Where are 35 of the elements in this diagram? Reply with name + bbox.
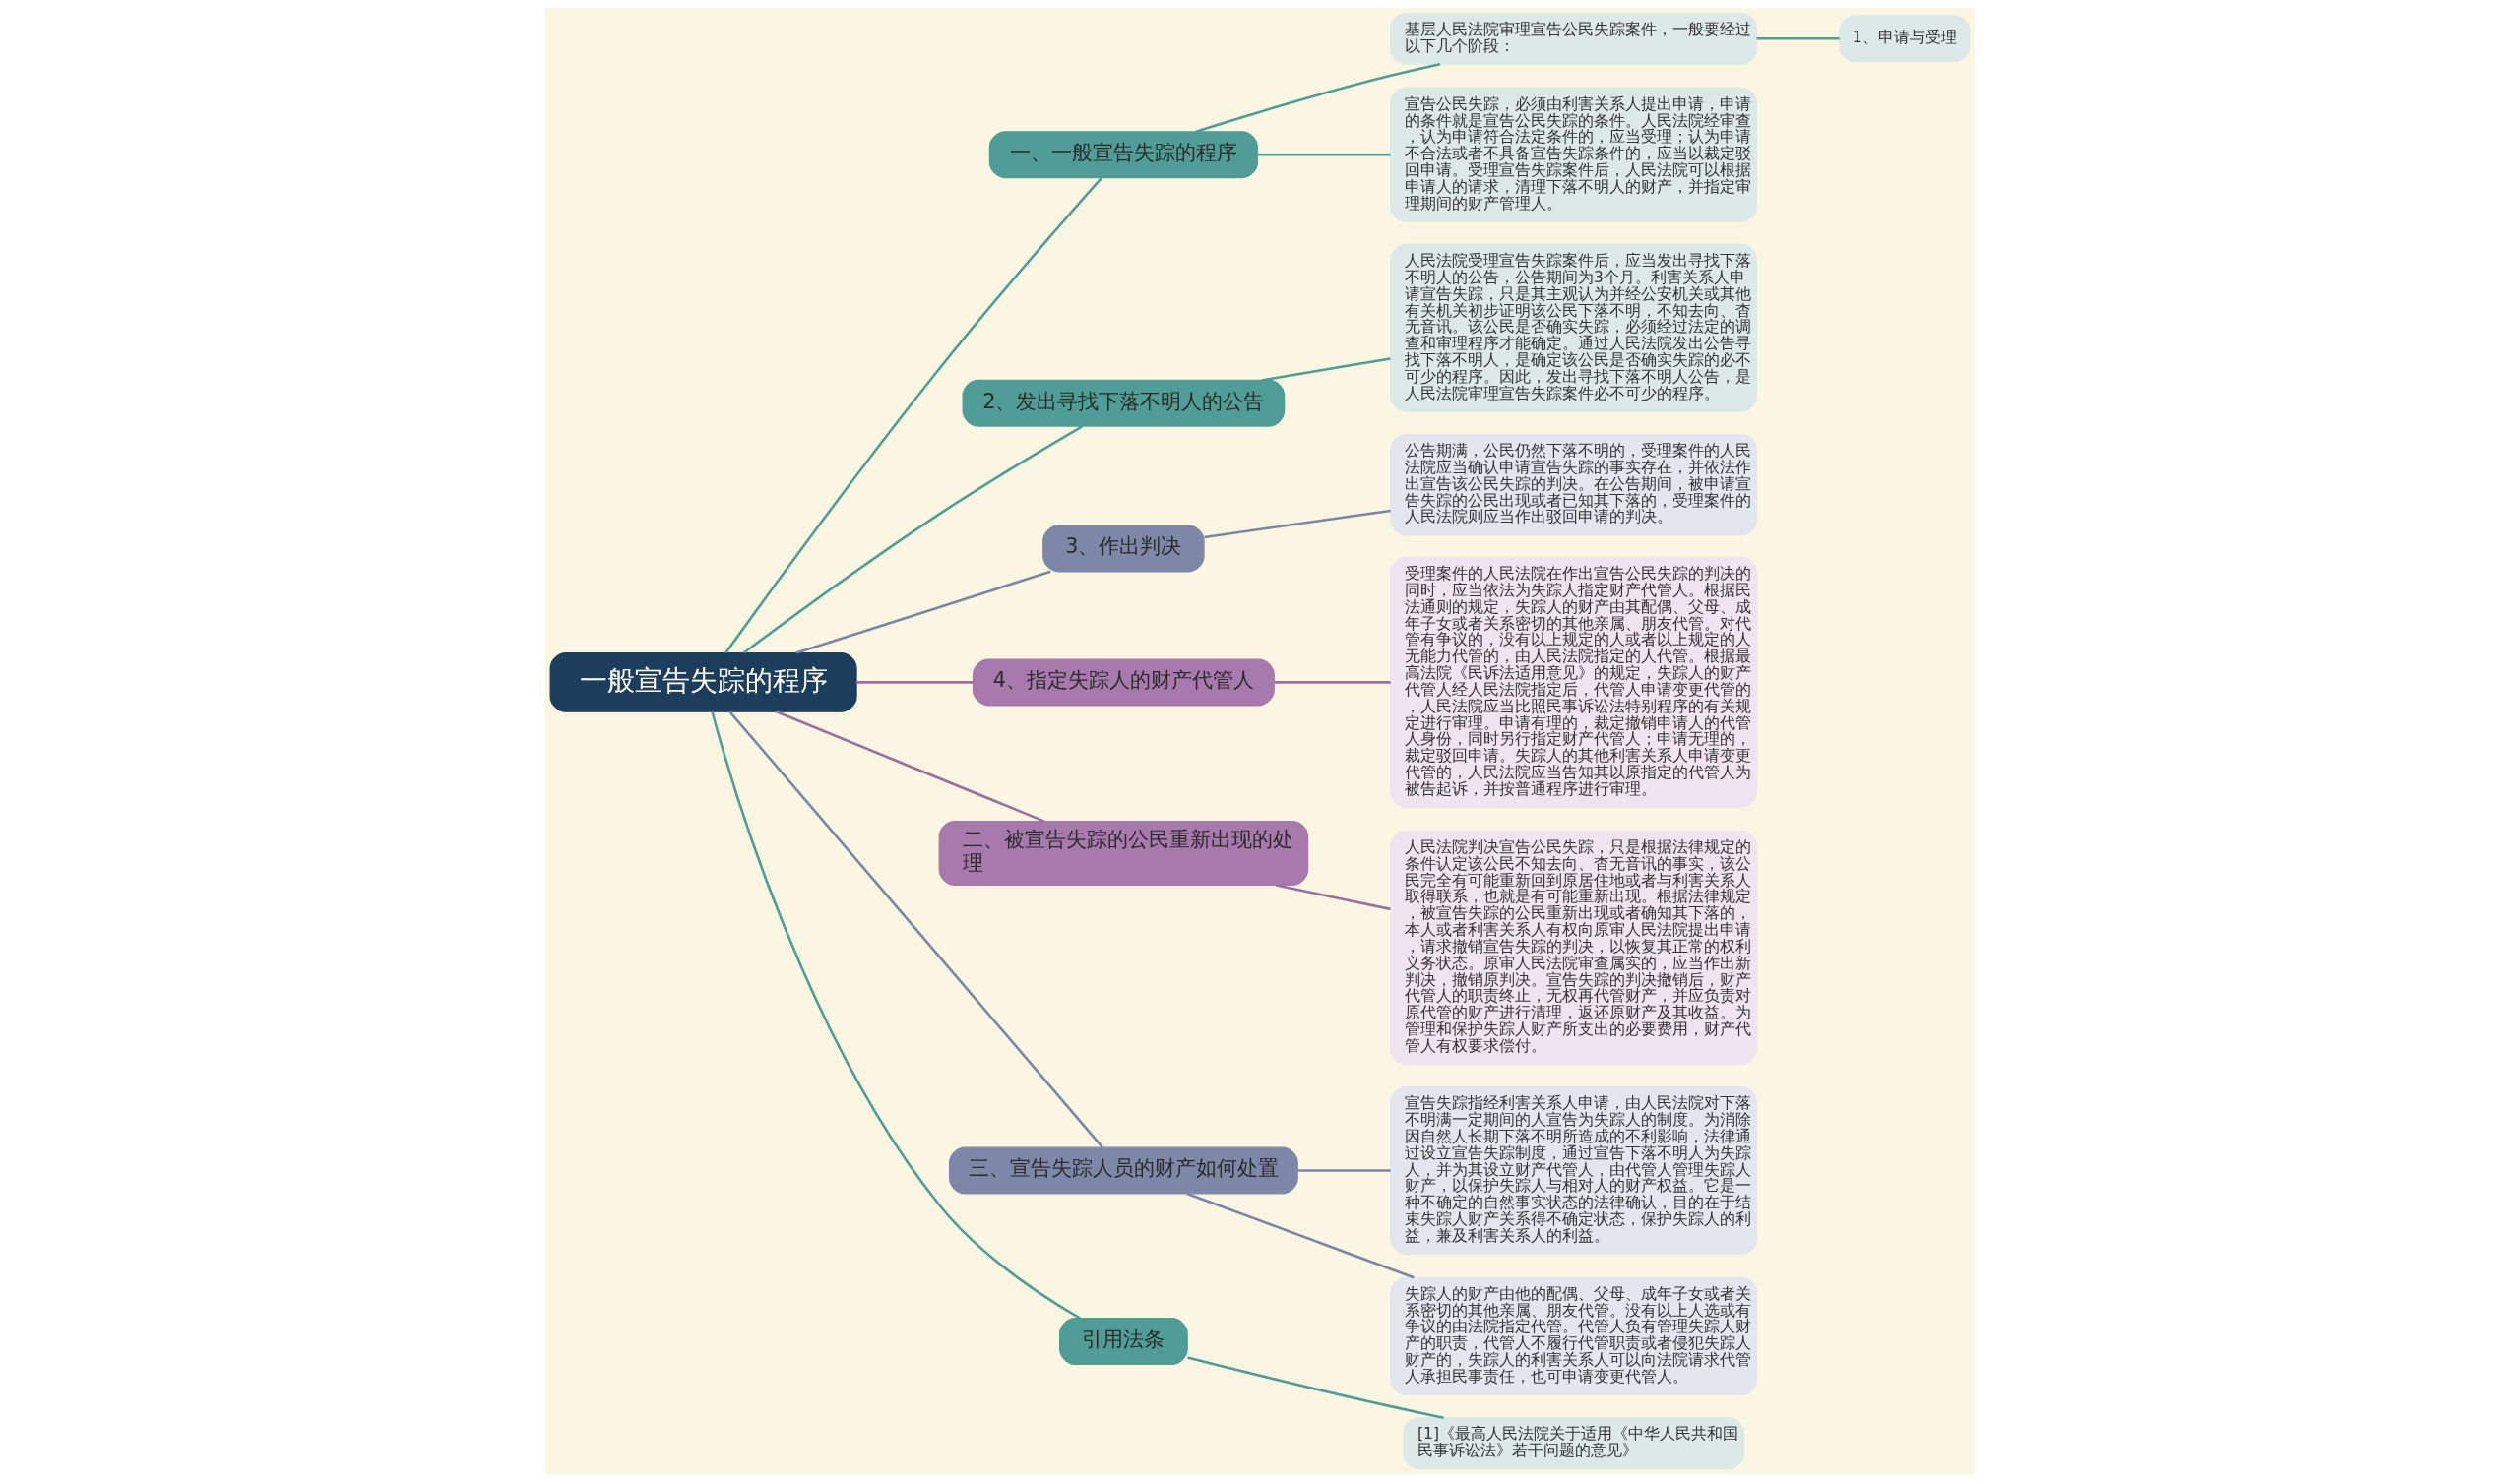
node-box: 公告期满，公民仍然下落不明的，受理案件的人民法院应当确认申请宣告失踪的事实存在，并依法作出宣告该公民失踪的判决。在公告期间，被申请宣告失踪的公民出现或者已知其下落的，受理案件的人民法院则应当作出驳回申请的判决。 (1390, 433, 1758, 536)
connector (1276, 884, 1391, 911)
node-box: 宣告失踪指经利害关系人申请，由人民法院对下落不明满一定期间的人宣告为失踪人的制度。为消除因自然人长期下落不明所造成的不利影响，法律通过设立宣告失踪制度，通过宣告下落不明人为失踪人，并为其设立财产代管人，由代管人管理失踪人财产，以保护失踪人与相对人的财产权益。它是一种不确定的自然事实状态的法律确认，目的在于结束失踪人财产关系得不确定状态，保护失踪人的利益，兼及利害关系人的利益。 (1390, 1086, 1758, 1255)
connector (1257, 153, 1391, 156)
connector (1195, 62, 1441, 133)
connector (856, 681, 974, 684)
node-box: 二、被宣告失踪的公民重新出现的处理 (938, 820, 1309, 886)
node-box: 三、宣告失踪人员的财产如何处置 (948, 1146, 1298, 1195)
connector (711, 710, 1081, 1320)
connector (1186, 1192, 1415, 1279)
node-box: 3、作出判决 (1042, 525, 1205, 573)
node-box: 失踪人的财产由他的配偶、父母、成年子女或者关系密切的其他亲属、朋友代管。没有以上人选或有争议的由法院指定代管。代管人负有管理失踪人财产的职责，代管人不履行代管职责或者侵犯失踪人财产的，失踪人的利害关系人可以向法院请求代管人承担民事责任，也可申请变更代管人。 (1390, 1276, 1758, 1396)
connector (795, 570, 1051, 654)
node-box: 人民法院受理宣告失踪案件后，应当发出寻找下落不明人的公告，公告期间为3个月。利害关系人申请宣告失踪，只是其主观认为并经公安机关或其他有关机关初步证明该公民下落不明，不知去向、杳无音讯。该公民是否确实失踪，必须经过法定的调查和审理程序才能确定。通过人民法院发出公告寻找下落不明人，是确定该公民是否确实失踪的必不可少的程序。因此，发出寻找下落不明人公告，是人民法院审理宣告失踪案件必不可少的程序。 (1390, 243, 1758, 412)
connector (1187, 1356, 1444, 1419)
connector (776, 710, 1045, 823)
node-box: [1]《最高人民法院关于适用《中华人民共和国民事诉讼法》若干问题的意见》 (1403, 1417, 1745, 1470)
node-box: 一、一般宣告失踪的程序 (988, 131, 1259, 179)
node-box: 宣告公民失踪，必须由利害关系人提出申请，申请的条件就是宣告公民失踪的条件。人民法院经审查，认为申请符合法定条件的，应当受理；认为申请不合法或者不具备宣告失踪条件的，应当以裁定驳回申请。受理宣告失踪案件后，人民法院可以根据申请人的请求，清理下落不明人的财产，并指定审理期间的财产管理人。 (1390, 87, 1758, 222)
node-box: 人民法院判决宣告公民失踪，只是根据法律规定的条件认定该公民不知去向、杳无音讯的事实，该公民完全有可能重新回到原居住地或者与利害关系人取得联系，也就是有可能重新出现。根据法律规定，被宣告失踪的公民重新出现或者确知其下落的，本人或者利害关系人有权向原审人民法院提出申请，请求撤销宣告失踪的判决，以恢复其正常的权利义务状态。原审人民法院审查属实的，应当作出新判决，撤销原判决。宣告失踪的判决撤销后，财产代管人的职责终止，无权再代管财产，并应负责对原代管的财产进行清理，返还原财产及其收益。为管理和保护失踪人财产所支出的必要费用，财产代管人有权要求偿付。 (1390, 830, 1758, 1065)
node-box: 2、发出寻找下落不明人的公告 (962, 379, 1286, 427)
connector (1297, 1169, 1391, 1172)
connector (1274, 681, 1391, 684)
connector (1756, 37, 1840, 40)
node-box: 引用法条 (1059, 1318, 1188, 1366)
node-box: 4、指定失踪人的财产代管人 (972, 658, 1275, 707)
node-box: 一般宣告失踪的程序 (549, 652, 857, 712)
connector (728, 710, 1104, 1148)
connector (1204, 509, 1391, 539)
connector (1261, 357, 1391, 382)
connector (724, 177, 1102, 654)
node-box: 受理案件的人民法院在作出宣告公民失踪的判决的同时，应当依法为失踪人指定财产代管人。根据民法通则的规定，失踪人的财产由其配偶、父母、成年子女或者关系密切的其他亲属、朋友代管。对代管有争议的，没有以上规定的人或者以上规定的人无能力代管的，由人民法院指定的人代管。根据最高法院《民诉法适用意见》的规定，失踪人的财产代管人经人民法院指定后，代管人申请变更代管的，人民法院应当比照民事诉讼法特别程序的有关规定进行审理。申请有理的，裁定撤销申请人的代管人身份，同时另行指定财产代管人；申请无理的，裁定驳回申请。失踪人的其他利害关系人申请变更代管的，人民法院应当告知其以原指定的代管人为被告起诉，并按普通程序进行审理。 (1390, 556, 1758, 808)
node-box: 1、申请与受理 (1839, 15, 1971, 63)
node-box: 基层人民法院审理宣告公民失踪案件，一般要经过以下几个阶段： (1390, 12, 1758, 65)
connector (742, 425, 1083, 654)
